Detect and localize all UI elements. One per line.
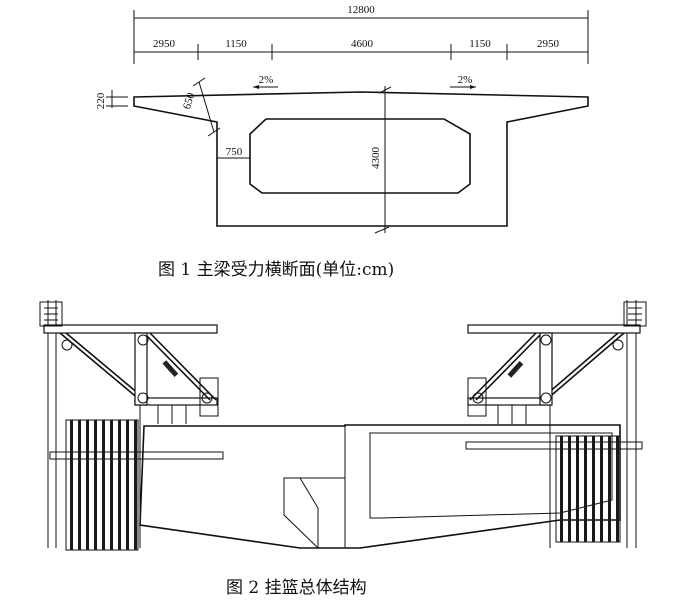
formwork-left-stud-8 — [134, 420, 137, 550]
truss-right-diagonal-1 — [545, 332, 625, 401]
formwork-right-stud-7 — [616, 436, 619, 542]
truss-right — [467, 301, 647, 424]
formwork-right-stud-1 — [568, 436, 571, 542]
diaphragm-slope — [299, 477, 319, 509]
segment-label-1: 2950 — [153, 38, 176, 50]
bottom-label: 750 — [226, 146, 243, 158]
web-label: 650 — [181, 91, 198, 111]
truss-right-diagonal-4 — [469, 332, 537, 401]
segment-label-3: 4600 — [351, 38, 374, 50]
track-beam-right — [465, 441, 643, 450]
pin-left-3 — [137, 392, 149, 404]
formwork-left-stud-6 — [118, 420, 121, 550]
formwork-left-stud-7 — [126, 420, 129, 550]
formwork-right — [555, 435, 621, 543]
segment-label-2: 1150 — [225, 38, 247, 50]
figure2-caption: 图 2 挂篮总体结构 — [226, 578, 367, 598]
anchor-block-right — [467, 377, 487, 417]
formwork-left-stud-2 — [86, 420, 89, 550]
bottom-basket-right — [359, 519, 561, 549]
height-label: 4300 — [370, 147, 382, 170]
formwork-right-stud-3 — [584, 436, 587, 542]
inner-cell-right — [369, 432, 613, 519]
bottom-basket-left — [139, 524, 301, 549]
formwork-left-stud-0 — [70, 420, 73, 550]
diaphragm-block — [283, 477, 346, 549]
girder-outer-outline — [133, 91, 589, 227]
pin-right-2 — [540, 334, 552, 346]
formwork-right-stud-4 — [592, 436, 595, 542]
web-dim-tick-top — [192, 77, 206, 87]
truss-right-diagonal-3 — [475, 332, 543, 401]
truss-left-diagonal-2 — [65, 332, 147, 401]
formwork-right-stud-0 — [560, 436, 563, 542]
pin-right-4 — [472, 392, 484, 404]
truss-right-vertical — [539, 332, 553, 406]
girder-inner-cell — [249, 118, 471, 194]
formwork-right-stud-5 — [600, 436, 603, 542]
flange-thickness-label: 220 — [95, 92, 107, 109]
figure1-cross-section: 12800 2950 1150 4600 1150 2950 220 650 2… — [95, 4, 589, 234]
total-width-label: 12800 — [347, 4, 375, 16]
pin-right-3 — [540, 392, 552, 404]
web-dim-line — [198, 81, 215, 133]
formwork-left-stud-5 — [110, 420, 113, 550]
truss-right-top-chord — [467, 324, 641, 334]
slope-right-label: 2% — [458, 74, 473, 86]
truss-left — [39, 301, 219, 424]
pin-left-1 — [61, 339, 73, 351]
truss-left-vertical — [134, 332, 148, 406]
height-dim-tick-top — [378, 86, 392, 94]
truss-right-diagonal-2 — [539, 332, 619, 401]
formwork-right-stud-2 — [576, 436, 579, 542]
formwork-left — [65, 419, 139, 551]
girder-body — [139, 424, 621, 549]
top-clamp-left — [39, 301, 63, 327]
formwork-left-stud-3 — [94, 420, 97, 550]
truss-left-diagonal-1 — [59, 332, 141, 401]
slope-arrowhead-right — [470, 85, 476, 89]
segment-label-4: 1150 — [469, 38, 491, 50]
formwork-right-stud-6 — [608, 436, 611, 542]
slope-arrowhead-left — [253, 85, 259, 89]
jack-right — [507, 360, 524, 378]
truss-left-diagonal-4 — [149, 332, 217, 401]
figure1-caption: 图 1 主梁受力横断面(单位:cm) — [158, 260, 394, 280]
formwork-left-stud-4 — [102, 420, 105, 550]
slope-left-label: 2% — [259, 74, 274, 86]
web-dim-tick-bottom — [207, 127, 221, 137]
figure2-form-traveler — [39, 300, 647, 551]
pin-left-2 — [137, 334, 149, 346]
truss-left-diagonal-3 — [143, 332, 211, 401]
segment-label-5: 2950 — [537, 38, 560, 50]
pin-left-4 — [201, 392, 213, 404]
formwork-left-stud-1 — [78, 420, 81, 550]
top-clamp-right — [623, 301, 647, 327]
pin-right-1 — [612, 339, 624, 351]
anchor-block-left — [199, 377, 219, 417]
truss-left-top-chord — [43, 324, 218, 334]
formwork-right-frame — [555, 435, 621, 543]
height-dim-tick-bottom — [374, 226, 390, 234]
truss-right-bottom-chord — [467, 397, 552, 406]
jack-left — [162, 360, 179, 378]
